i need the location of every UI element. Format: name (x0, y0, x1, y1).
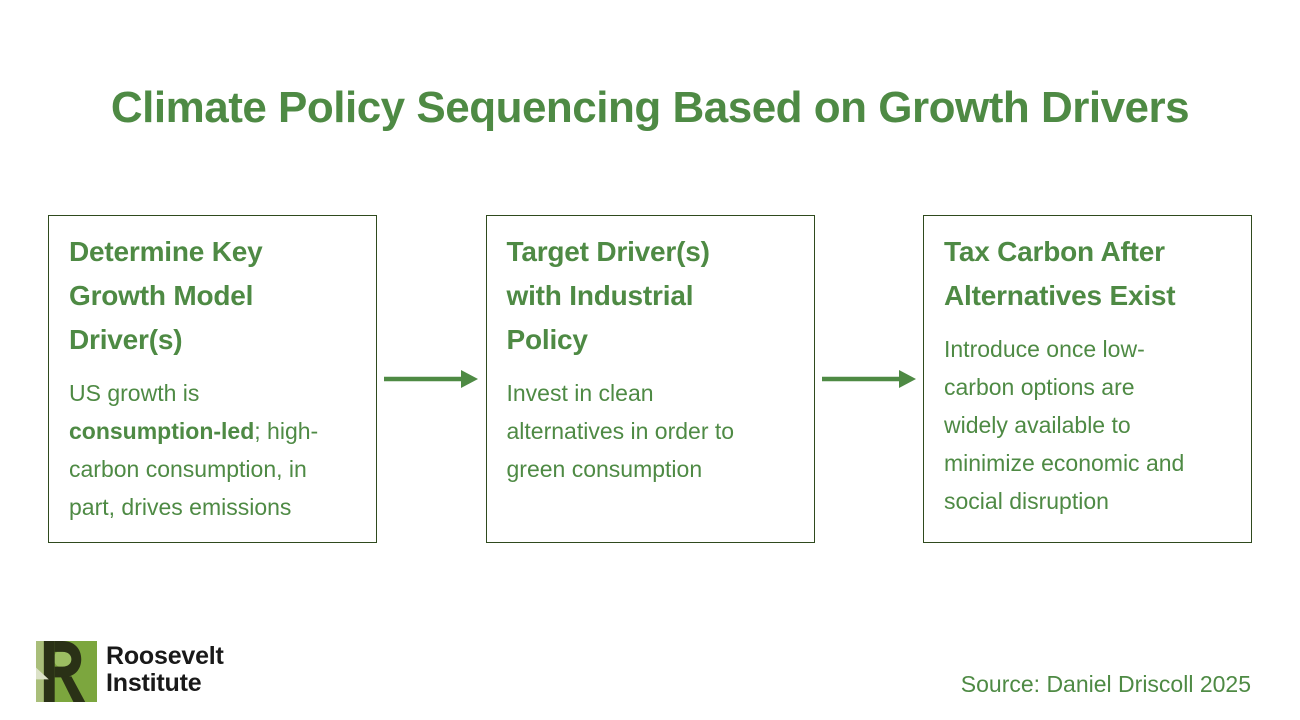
right-arrow-icon (384, 370, 479, 388)
step-title: Determine Key Growth Model Driver(s) (69, 236, 263, 355)
step-box-tax-carbon: Tax Carbon After Alternatives Exist Intr… (923, 215, 1252, 543)
step-body-text: ; high- carbon consumption, in part, dri… (69, 418, 319, 520)
page-title: Climate Policy Sequencing Based on Growt… (110, 83, 1190, 132)
step-body-text: Invest in clean alternatives in order to… (506, 380, 735, 482)
step-box-determine-drivers: Determine Key Growth Model Driver(s) US … (48, 215, 377, 543)
logo-line-2: Institute (106, 669, 202, 697)
step-body: Invest in clean alternatives in order to… (507, 374, 794, 488)
step-body: Introduce once low- carbon options are w… (944, 330, 1231, 520)
right-arrow-icon (821, 370, 916, 388)
step-box-industrial-policy: Target Driver(s) with Industrial Policy … (485, 215, 815, 543)
step-title: Tax Carbon After Alternatives Exist (944, 236, 1176, 311)
step-body-text: Introduce once low- carbon options are w… (944, 336, 1185, 514)
flow-connector-2 (815, 215, 924, 543)
step-body-text: US growth is (69, 380, 200, 406)
source-attribution: Source: Daniel Driscoll 2025 (960, 671, 1251, 697)
roosevelt-r-icon (36, 641, 97, 702)
step-body: US growth is consumption-led; high- carb… (69, 374, 356, 526)
flow-diagram: Determine Key Growth Model Driver(s) US … (48, 215, 1252, 543)
flow-connector-1 (377, 215, 486, 543)
roosevelt-institute-logo: Roosevelt Institute (36, 641, 224, 702)
logo-wordmark: Roosevelt Institute (106, 643, 224, 697)
step-body-bold-text: consumption-led (69, 418, 255, 444)
step-title: Target Driver(s) with Industrial Policy (506, 236, 710, 355)
logo-line-1: Roosevelt (106, 642, 224, 670)
